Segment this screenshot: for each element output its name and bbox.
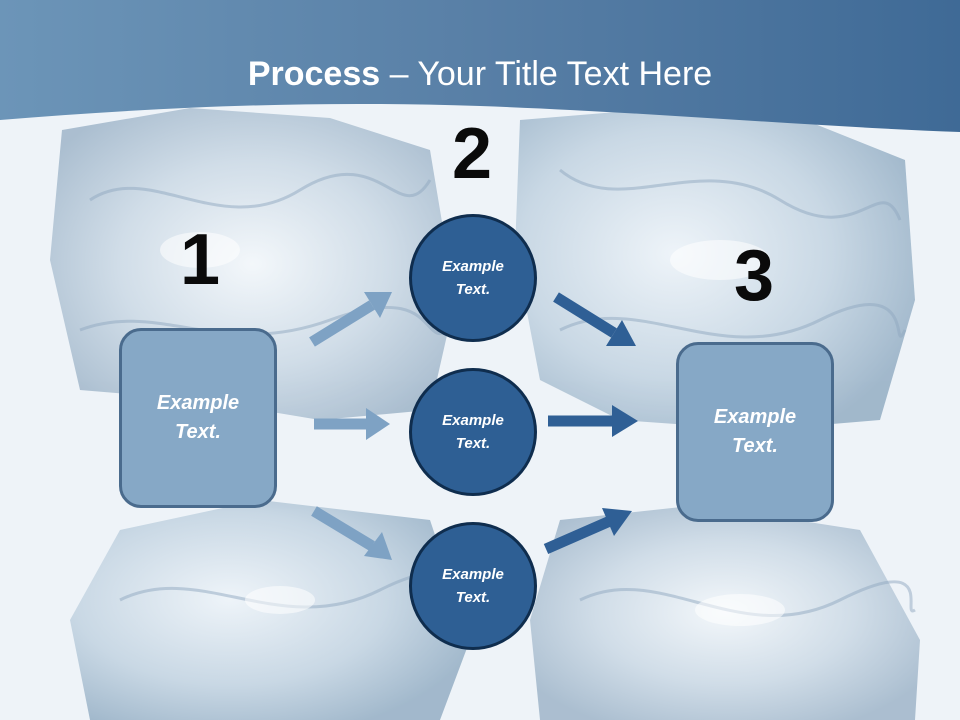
slide-title: Process – Your Title Text Here	[0, 52, 960, 96]
step-number-2: 2	[451, 114, 493, 194]
circle-middle-label: Example Text.	[442, 412, 504, 452]
circle-bottom: Example Text.	[409, 522, 537, 650]
step-number-3: 3	[733, 236, 775, 316]
left-process-box: Example Text.	[119, 328, 277, 508]
circle-bottom-label: Example Text.	[442, 566, 504, 606]
title-bold: Process	[247, 55, 381, 93]
title-rest: – Your Title Text Here	[380, 55, 713, 93]
header-band	[0, 0, 960, 132]
circle-top-label: Example Text.	[442, 258, 504, 298]
circle-middle: Example Text.	[409, 368, 537, 496]
circle-top: Example Text.	[409, 214, 537, 342]
left-box-label: Example Text.	[156, 392, 240, 443]
step-number-1: 1	[179, 220, 221, 300]
right-process-box: Example Text.	[676, 342, 834, 522]
right-box-label: Example Text.	[713, 406, 797, 457]
